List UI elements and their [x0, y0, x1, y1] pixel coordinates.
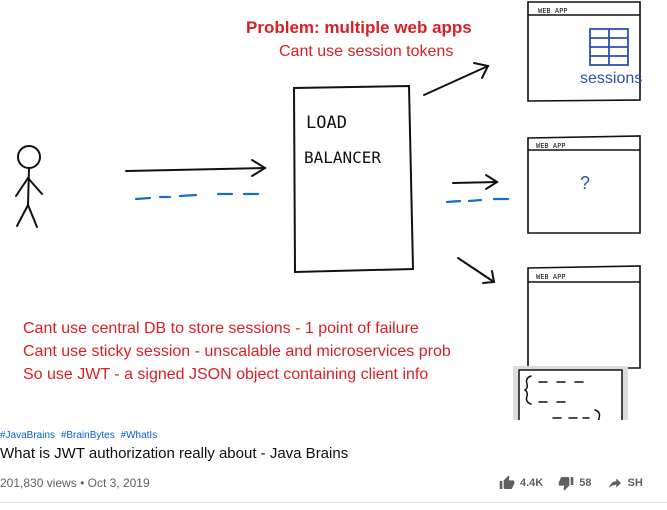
hashtag-brain-bytes[interactable]: #BrainBytes: [60, 430, 115, 441]
share-label: SH: [627, 477, 643, 489]
hashtag-what-is[interactable]: #WhatIs: [120, 430, 158, 441]
load-balancer-box: [292, 84, 415, 274]
web-app-window-2: [527, 135, 641, 234]
dislike-button[interactable]: 58: [557, 475, 592, 491]
sessions-table-icon: [589, 28, 629, 66]
video-info: #JavaBrains #BrainBytes #WhatIs What is …: [0, 420, 667, 510]
hashtag-java-brains[interactable]: #JavaBrains: [0, 430, 56, 441]
note-use-jwt: So use JWT - a signed JSON object contai…: [23, 366, 429, 383]
thumb-down-icon: [558, 477, 574, 491]
like-button[interactable]: 4.4K: [498, 475, 543, 491]
note-sticky-session: Cant use sticky session - unscalable and…: [23, 343, 451, 360]
web-app-1-label: WEB APP: [538, 7, 568, 15]
unknown-session-mark: ?: [580, 173, 590, 193]
web-app-window-1: [527, 1, 641, 102]
left-dashed-line: [134, 192, 260, 201]
problem-subtitle: Cant use session tokens: [279, 43, 454, 60]
video-actions: 4.4K 58 SH: [498, 472, 657, 494]
hashtag-list: #JavaBrains #BrainBytes #WhatIs: [0, 430, 160, 441]
user-stick-figure: [15, 145, 43, 228]
problem-title: Problem: multiple web apps: [246, 18, 472, 37]
share-icon: [608, 478, 621, 489]
arrows-to-web-apps: [423, 62, 499, 284]
dislike-count: 58: [579, 477, 592, 489]
view-count: 201,830 views: [0, 476, 77, 490]
sessions-label: sessions: [580, 70, 643, 87]
thumb-up-icon: [499, 475, 515, 489]
load-balancer-label-line1: LOAD: [306, 113, 347, 133]
web-app-3-label: WEB APP: [536, 273, 566, 281]
meta-separator: •: [80, 476, 85, 490]
whiteboard-drawing: LOAD BALANCER WEB APP: [15, 1, 641, 369]
web-app-window-3: [527, 265, 641, 369]
divider: [0, 502, 667, 503]
upload-date: Oct 3, 2019: [87, 476, 150, 490]
note-central-db: Cant use central DB to store sessions - …: [23, 320, 419, 337]
right-dashed-line: [445, 197, 510, 204]
like-count: 4.4K: [520, 477, 544, 489]
request-arrow: [125, 159, 267, 177]
video-player[interactable]: LOAD BALANCER WEB APP: [0, 0, 667, 420]
share-button[interactable]: SH: [606, 475, 643, 491]
video-title: What is JWT authorization really about -…: [0, 445, 349, 462]
web-app-2-label: WEB APP: [536, 142, 566, 150]
video-meta: 201,830 views • Oct 3, 2019: [0, 476, 150, 490]
load-balancer-label-line2: BALANCER: [304, 148, 381, 167]
